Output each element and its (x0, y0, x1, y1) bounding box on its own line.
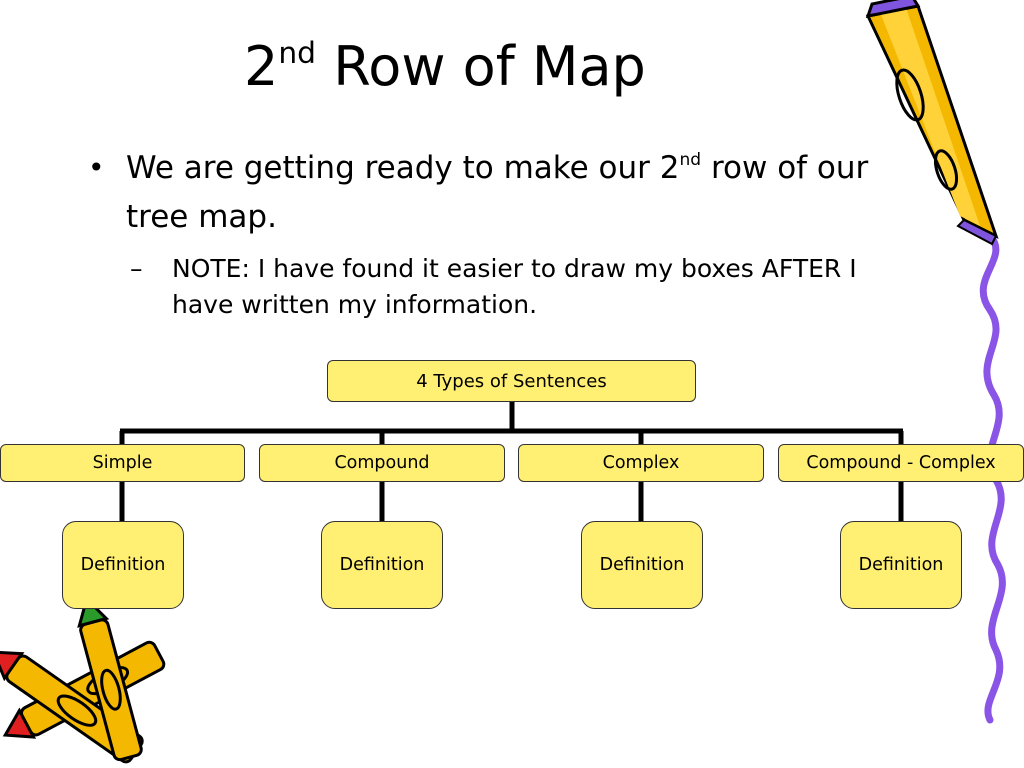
category-box-complex: Complex (518, 444, 764, 482)
sub-bullet-mark: – (130, 254, 143, 283)
definition-box-compound: Definition (321, 521, 443, 609)
bullet-text: We are getting ready to make our 2nd row… (126, 150, 869, 235)
pencil-icon (865, 0, 999, 246)
category-box-compound-complex: Compound - Complex (778, 444, 1024, 482)
category-box-compound: Compound (259, 444, 505, 482)
sub-bullet-text: NOTE: I have found it easier to draw my … (172, 254, 857, 319)
bullet-mark: • (88, 151, 105, 184)
bullet-point: • We are getting ready to make our 2nd r… (88, 146, 928, 239)
sub-bullet-point: – NOTE: I have found it easier to draw m… (130, 251, 910, 323)
definition-box-complex: Definition (581, 521, 703, 609)
page-title: 2nd Row of Map (244, 35, 646, 98)
definition-box-compound-complex: Definition (840, 521, 962, 609)
category-box-simple: Simple (0, 444, 245, 482)
tree-root-box: 4 Types of Sentences (327, 360, 696, 402)
definition-box-simple: Definition (62, 521, 184, 609)
